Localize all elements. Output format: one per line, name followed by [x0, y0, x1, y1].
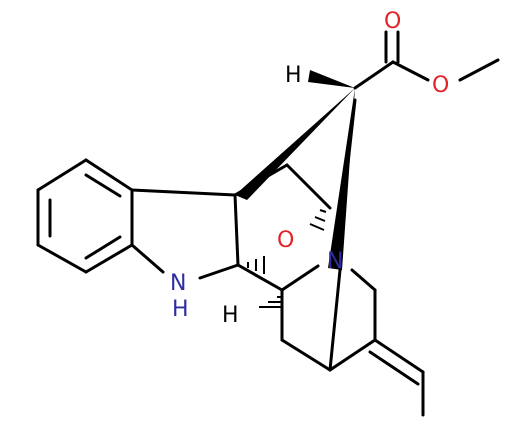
bond	[236, 263, 284, 292]
bond	[233, 193, 240, 267]
bond	[36, 158, 88, 192]
bridge-oxygen-label: O	[277, 228, 294, 253]
amine-nitrogen-label: N	[327, 249, 343, 274]
indoline-n-label: N	[170, 271, 186, 296]
bond-lines	[36, 30, 500, 417]
wedge-bond	[235, 88, 355, 200]
hashed-bond	[247, 256, 265, 274]
bond	[84, 243, 134, 274]
wedge-bond	[308, 70, 355, 88]
bond	[198, 263, 240, 280]
bond	[391, 60, 430, 82]
bond	[285, 163, 332, 210]
stereo-h-bottom-label: H	[222, 303, 239, 328]
bond	[84, 158, 134, 192]
bond	[353, 60, 395, 90]
bond	[130, 188, 237, 197]
bond	[280, 264, 320, 292]
ester-oxygen-label: O	[432, 73, 449, 98]
bond	[328, 268, 342, 372]
wedge-bond	[328, 88, 355, 270]
bond	[130, 243, 165, 274]
bond	[373, 338, 425, 374]
bond	[458, 58, 500, 82]
aromatic-inner-bond	[84, 173, 122, 198]
hashed-bond	[309, 209, 327, 231]
bond	[368, 350, 420, 386]
bond	[280, 338, 332, 372]
stereo-h-top-label: H	[285, 63, 302, 88]
aromatic-inner-bond	[84, 235, 122, 260]
indoline-h-label: H	[172, 297, 189, 322]
bond	[350, 268, 377, 292]
bond	[36, 243, 88, 274]
carbonyl-oxygen-label: O	[384, 9, 401, 34]
hashed-bond	[259, 296, 283, 308]
bond	[328, 338, 377, 372]
